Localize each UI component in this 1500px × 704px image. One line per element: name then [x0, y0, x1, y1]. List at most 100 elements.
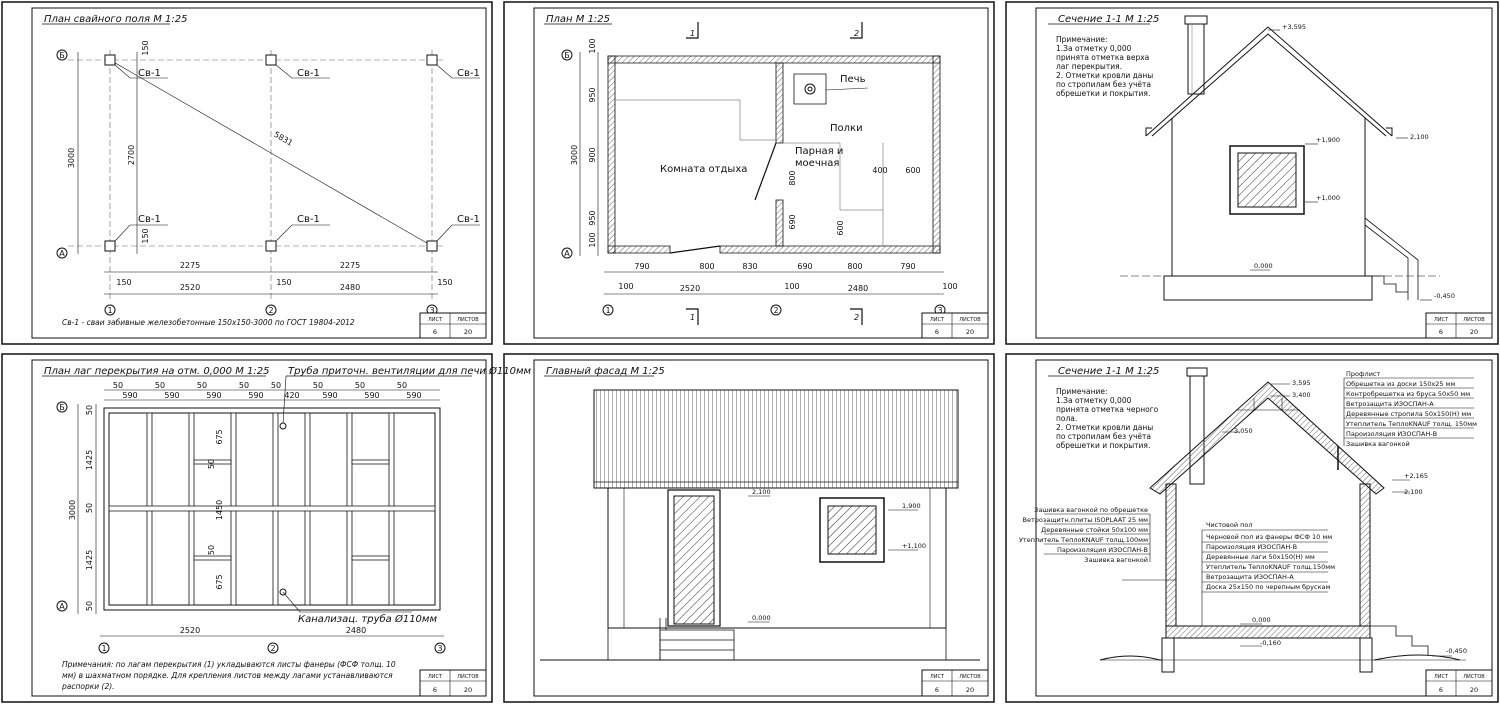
pile-tag: Св-1	[297, 68, 320, 79]
panel-section-2: Сечение 1-1 М 1:25 Примечание: 1.За отме…	[1006, 354, 1498, 702]
cut-label: 2	[854, 29, 859, 38]
cut-label: 1	[690, 313, 695, 322]
svg-text:Зашивка вагонкой по обрешетке: Зашивка вагонкой по обрешетке	[1034, 506, 1148, 514]
svg-text:0,000: 0,000	[1252, 616, 1271, 624]
svg-text:100: 100	[588, 232, 597, 247]
svg-text:обрешетки и покрытия.: обрешетки и покрытия.	[1056, 441, 1150, 450]
svg-text:800: 800	[847, 262, 862, 271]
section-title: Сечение 1-1 М 1:25	[1058, 366, 1159, 377]
svg-text:1425: 1425	[85, 450, 94, 470]
dim-3000: 3000	[67, 148, 76, 168]
svg-text:50: 50	[85, 601, 94, 611]
svg-text:3000: 3000	[570, 145, 579, 165]
svg-text:50: 50	[197, 381, 207, 390]
svg-text:-0,450: -0,450	[1446, 647, 1467, 655]
svg-text:2480: 2480	[346, 626, 366, 635]
svg-text:790: 790	[634, 262, 649, 271]
svg-text:690: 690	[797, 262, 812, 271]
wall-layers-legend: Зашивка вагонкой по обрешетке Ветрозащит…	[1019, 506, 1150, 564]
dim-150: 150	[116, 278, 131, 287]
svg-text:20: 20	[1470, 686, 1478, 694]
svg-text:50: 50	[239, 381, 249, 390]
svg-text:Деревянные стойки 50х100 мм: Деревянные стойки 50х100 мм	[1041, 526, 1148, 534]
svg-text:50: 50	[313, 381, 323, 390]
svg-text:50: 50	[155, 381, 165, 390]
svg-text:2. Отметки кровли даны: 2. Отметки кровли даны	[1056, 71, 1153, 80]
section-note: Примечание: 1.За отметку 0,000 принята о…	[1056, 387, 1159, 450]
room-rest: Комната отдыха	[660, 164, 747, 175]
dim-2275: 2275	[180, 261, 200, 270]
svg-text:6: 6	[433, 686, 437, 694]
svg-text:ЛИСТ: ЛИСТ	[428, 317, 443, 323]
svg-text:50: 50	[355, 381, 365, 390]
svg-text:Примечание:: Примечание:	[1056, 35, 1108, 44]
svg-text:950: 950	[588, 210, 597, 225]
svg-text:0,000: 0,000	[1254, 262, 1273, 270]
svg-text:6: 6	[433, 328, 437, 336]
facade-title: Главный фасад М 1:25	[546, 366, 665, 377]
svg-text:А: А	[564, 249, 570, 258]
svg-text:3,595: 3,595	[1292, 379, 1311, 387]
svg-text:Примечание:: Примечание:	[1056, 387, 1108, 396]
title-stamp: ЛИСТ ЛИСТОВ 6 20	[420, 670, 486, 696]
svg-text:3,400: 3,400	[1292, 391, 1311, 399]
svg-text:50: 50	[85, 405, 94, 415]
svg-text:790: 790	[900, 262, 915, 271]
svg-text:Профлист: Профлист	[1346, 370, 1381, 378]
svg-text:50: 50	[207, 545, 216, 555]
pile-tag: Св-1	[457, 214, 480, 225]
svg-text:6: 6	[1439, 686, 1443, 694]
svg-text:590: 590	[206, 391, 221, 400]
svg-text:Чистовой пол: Чистовой пол	[1206, 521, 1253, 529]
svg-text:ЛИСТ: ЛИСТ	[930, 317, 945, 323]
svg-text:Пароизоляция ИЗОСПАН-В: Пароизоляция ИЗОСПАН-В	[1206, 543, 1297, 551]
svg-text:лаг перекрытия.: лаг перекрытия.	[1056, 62, 1122, 71]
svg-text:690: 690	[788, 214, 797, 229]
svg-text:Утеплитель ТеплоKNAUF толщ.150: Утеплитель ТеплоKNAUF толщ.150мм	[1206, 563, 1335, 571]
svg-text:ЛИСТ: ЛИСТ	[930, 674, 945, 680]
dim-150: 150	[141, 228, 150, 243]
svg-text:+1,100: +1,100	[902, 542, 926, 550]
dim-150: 150	[141, 40, 150, 55]
svg-text:Черновой пол из фанеры ФСФ 10: Черновой пол из фанеры ФСФ 10 мм	[1206, 533, 1332, 541]
svg-text:1: 1	[101, 644, 106, 653]
svg-text:20: 20	[966, 686, 974, 694]
dim-2480: 2480	[340, 283, 360, 292]
pile-tag: Св-1	[457, 68, 480, 79]
room-stove: Печь	[840, 74, 866, 85]
svg-text:675: 675	[215, 429, 224, 444]
svg-text:1450: 1450	[215, 500, 224, 520]
svg-text:2: 2	[773, 306, 778, 315]
svg-text:590: 590	[122, 391, 137, 400]
svg-text:590: 590	[406, 391, 421, 400]
pile-tag: Св-1	[138, 214, 161, 225]
svg-text:2,100: 2,100	[1410, 133, 1429, 141]
svg-text:Ветрозащитн.плиты ISOPLAAT 25: Ветрозащитн.плиты ISOPLAAT 25 мм	[1023, 516, 1149, 524]
svg-text:590: 590	[322, 391, 337, 400]
svg-text:1: 1	[605, 306, 610, 315]
svg-text:3,050: 3,050	[1234, 427, 1253, 435]
title-stamp: ЛИСТ ЛИСТОВ 6 20	[1426, 670, 1492, 696]
svg-text:+1,900: +1,900	[1316, 136, 1340, 144]
floor-layers-legend: Чистовой пол Черновой пол из фанеры ФСФ …	[1202, 521, 1335, 626]
svg-text:ЛИСТОВ: ЛИСТОВ	[959, 317, 981, 323]
svg-text:Примечания: по лагам перекрыти: Примечания: по лагам перекрытия (1) укла…	[62, 660, 396, 669]
axis-a: А	[59, 249, 65, 258]
svg-text:-0,450: -0,450	[1434, 292, 1455, 300]
panel-section-1: Сечение 1-1 М 1:25 Примечание: 1.За отме…	[1006, 2, 1498, 344]
svg-text:ЛИСТ: ЛИСТ	[428, 674, 443, 680]
svg-text:6: 6	[935, 328, 939, 336]
svg-text:20: 20	[1470, 328, 1478, 336]
svg-text:Б: Б	[59, 403, 65, 412]
svg-text:Б: Б	[564, 51, 570, 60]
svg-text:Пароизоляция ИЗОСПАН-В: Пароизоляция ИЗОСПАН-В	[1057, 546, 1148, 554]
dim-2520: 2520	[180, 283, 200, 292]
svg-text:50: 50	[85, 503, 94, 513]
svg-text:Деревянные лаги 50х150(Н) мм: Деревянные лаги 50х150(Н) мм	[1206, 553, 1315, 561]
svg-text:420: 420	[284, 391, 299, 400]
svg-text:900: 900	[588, 147, 597, 162]
svg-text:мм) в шахматном порядке. Для к: мм) в шахматном порядке. Для крепления л…	[62, 671, 393, 680]
svg-text:Зашивка вагонкой: Зашивка вагонкой	[1346, 440, 1410, 448]
